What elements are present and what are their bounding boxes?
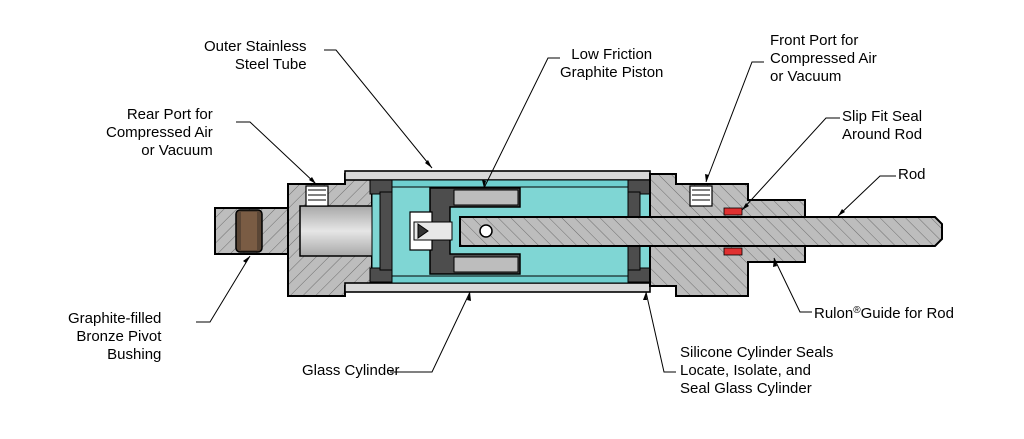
leader-arrowheads: [243, 160, 845, 301]
leader-front-port: [705, 61, 764, 183]
leader-rulon: [773, 257, 812, 313]
rear-end-cap: [287, 173, 384, 297]
leader-rod: [837, 175, 896, 217]
leader-outer-tube: [324, 49, 433, 169]
leader-silicone: [645, 291, 676, 373]
label-rulon-guide: Rulon®Guide for Rod: [814, 305, 954, 322]
leader-bushing: [196, 255, 251, 323]
piston-rod: [459, 216, 943, 247]
graphite-piston: [409, 187, 521, 275]
leader-rear-port: [236, 121, 317, 185]
leader-glass: [390, 291, 471, 373]
leader-piston: [483, 57, 560, 189]
pivot-bushing: [214, 207, 290, 255]
label-rod: Rod: [898, 166, 926, 183]
leader-lines: [196, 49, 896, 373]
label-glass-cylinder: Glass Cylinder: [302, 362, 400, 379]
leader-slip-seal: [741, 117, 840, 211]
